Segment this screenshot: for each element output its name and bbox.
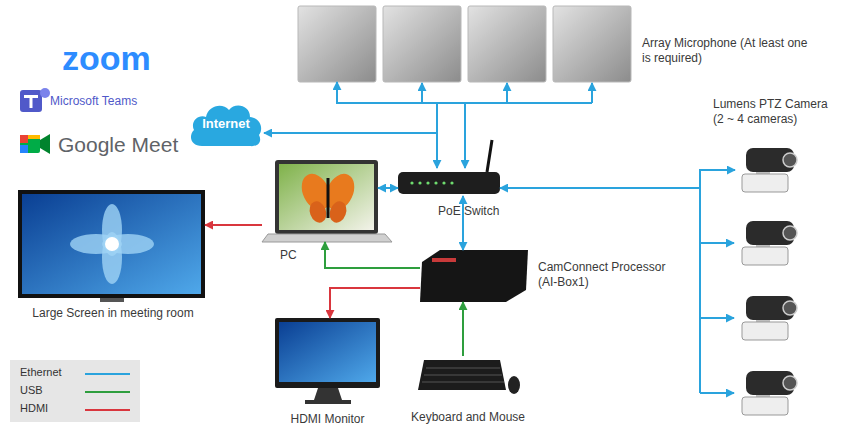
legend-line (85, 373, 130, 375)
cloud-node: Internet (188, 98, 264, 150)
laptop (262, 160, 392, 242)
logo-text: zoom (62, 40, 151, 77)
node-label: HDMI Monitor (270, 412, 385, 427)
microphone-group: Array Microphone (At least one is requir… (298, 6, 631, 82)
legend-text: HDMI (20, 402, 48, 414)
ptz-camera (742, 148, 797, 415)
connector (337, 82, 465, 168)
switch-node: PoE Switch (398, 168, 500, 196)
legend-text: Ethernet (20, 366, 62, 378)
keyboard-mouse (418, 360, 520, 394)
legend-line (85, 391, 130, 393)
ethernet-bus (422, 83, 734, 393)
connector (264, 133, 437, 168)
camera-group: Lumens PTZ Camera (2 ~ 4 cameras) (735, 145, 805, 417)
connector (462, 302, 464, 356)
large-screen (18, 190, 205, 302)
connector (330, 288, 420, 318)
array-microphone (298, 6, 631, 82)
node-label: PC (280, 248, 320, 263)
poe-switch (398, 140, 500, 194)
screen-node: Large Screen in meeting room (18, 190, 205, 300)
connector (325, 242, 420, 268)
node-label: CamConnect Processor (AI-Box1) (538, 260, 673, 290)
node-label: Array Microphone (At least one is requir… (642, 36, 812, 66)
node-label: Internet (188, 98, 264, 150)
monitor-node: HDMI Monitor (275, 318, 380, 406)
pc-node: PC (262, 160, 378, 242)
processor-node: CamConnect Processor (AI-Box1) (420, 250, 528, 302)
connector (378, 187, 398, 189)
keyboard-node: Keyboard and Mouse (418, 356, 518, 396)
node-label: Large Screen in meeting room (6, 306, 220, 321)
teams-icon (20, 88, 50, 112)
hdmi-monitor (275, 318, 380, 404)
logo-text: Microsoft Teams (50, 95, 137, 108)
node-label: Lumens PTZ Camera (2 ~ 4 cameras) (713, 97, 833, 127)
processor-box (420, 250, 528, 302)
legend-line (85, 409, 130, 411)
node-label: PoE Switch (438, 204, 528, 219)
logo-text: Google Meet (58, 133, 178, 156)
meet-icon (20, 134, 50, 154)
connector (500, 170, 735, 188)
legend-box (10, 360, 140, 422)
node-label: Keyboard and Mouse (398, 410, 538, 425)
connector (205, 224, 262, 226)
legend-text: USB (20, 384, 43, 396)
